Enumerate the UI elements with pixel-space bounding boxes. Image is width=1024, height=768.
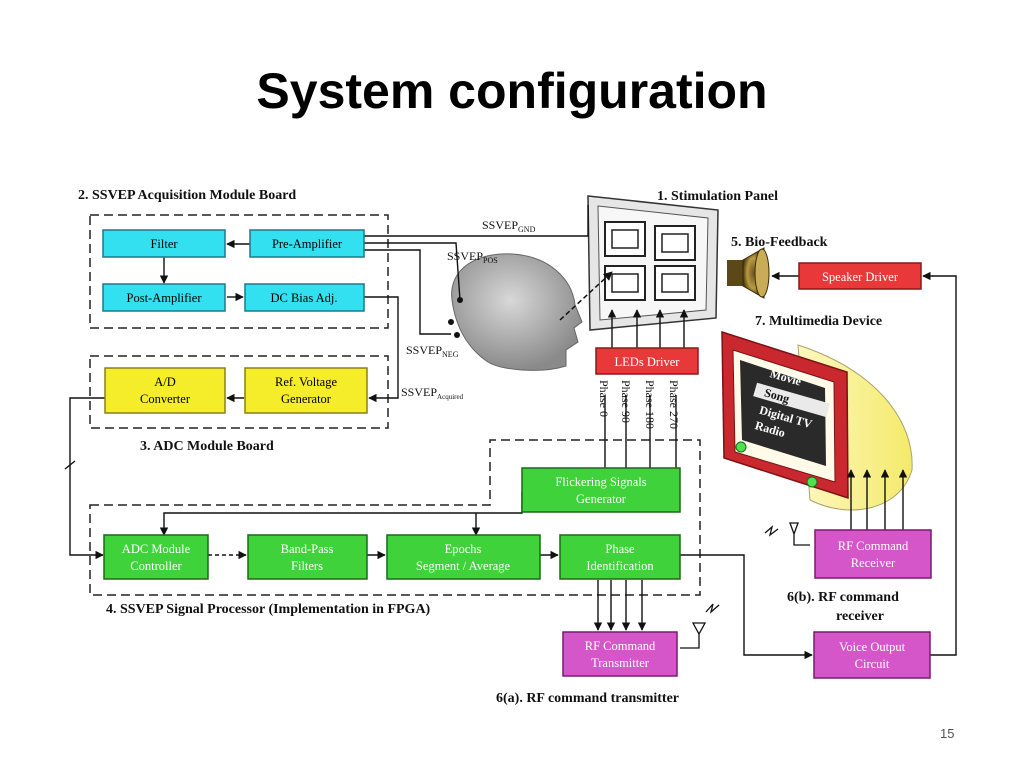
- phase-identification-label: Identification: [586, 559, 654, 573]
- rf-transmitter-block-label: Transmitter: [591, 656, 650, 670]
- rf-receiver-block-label: RF Command: [838, 539, 909, 553]
- ssvep-gnd-label: SSVEPGND: [482, 218, 536, 234]
- pre-amplifier-label: Pre-Amplifier: [272, 237, 343, 251]
- stimulation-panel: [587, 195, 719, 331]
- connections: [64, 205, 957, 660]
- antenna-icon: [680, 603, 720, 649]
- page-number: 15: [940, 726, 955, 741]
- adc-board-label: 3. ADC Module Board: [140, 439, 274, 454]
- voice-output-label: Voice Output: [839, 640, 906, 654]
- adc-controller-label: Controller: [130, 559, 182, 573]
- ad-converter-label: A/D: [154, 375, 176, 389]
- multimedia-label: 7. Multimedia Device: [755, 314, 882, 329]
- flickering-generator-block: Flickering Signals Generator: [521, 467, 681, 513]
- speaker-icon: [727, 247, 770, 299]
- pre-amplifier-block: Pre-Amplifier: [249, 229, 365, 258]
- rf-receiver-block-label: Receiver: [851, 556, 896, 570]
- processor-boundary: [89, 439, 701, 596]
- epochs-block: Epochs Segment / Average: [386, 534, 541, 580]
- ssvep-pos-label: SSVEPPOS: [447, 249, 498, 265]
- phase-270-label: Phase 270: [667, 380, 681, 429]
- bandpass-filters-label: Band-Pass: [281, 542, 334, 556]
- rf-receiver-label-line2: receiver: [836, 609, 884, 624]
- epochs-label: Epochs: [445, 542, 482, 556]
- tv-menu-item: Song: [763, 385, 791, 405]
- tv-icon: Movie Song Digital TV Radio: [721, 330, 913, 511]
- ref-voltage-label: Generator: [281, 392, 332, 406]
- phase-identification-label: Phase: [605, 542, 635, 556]
- ssvep-acquired-label: SSVEPAcquired: [401, 385, 464, 401]
- ref-voltage-block: Ref. Voltage Generator: [244, 367, 368, 414]
- rf-transmitter-block: RF Command Transmitter: [562, 631, 678, 677]
- phase-90-label: Phase 90: [619, 380, 633, 423]
- ssvep-neg-label: SSVEPNEG: [406, 343, 459, 359]
- dc-bias-label: DC Bias Adj.: [270, 291, 337, 305]
- speaker-driver-block: Speaker Driver: [798, 262, 922, 290]
- phase-0-label: Phase 0: [597, 380, 611, 417]
- speaker-driver-label: Speaker Driver: [822, 270, 899, 284]
- voice-output-label: Circuit: [855, 657, 890, 671]
- processor-label: 4. SSVEP Signal Processor (Implementatio…: [106, 602, 431, 617]
- voice-output-block: Voice Output Circuit: [813, 631, 931, 679]
- flickering-generator-label: Flickering Signals: [555, 475, 646, 489]
- phase-identification-block: Phase Identification: [559, 534, 681, 580]
- phase-180-label: Phase 180: [643, 380, 657, 429]
- antenna-icon: [764, 522, 810, 546]
- ad-converter-label: Converter: [140, 392, 191, 406]
- rf-receiver-label-line1: 6(b). RF command: [787, 590, 899, 605]
- acquisition-board-label: 2. SSVEP Acquisition Module Board: [78, 188, 296, 203]
- leds-driver-block: LEDs Driver: [595, 347, 699, 375]
- rf-transmitter-block-label: RF Command: [585, 639, 656, 653]
- slide-title: System configuration: [256, 63, 768, 119]
- stimulation-panel-label: 1. Stimulation Panel: [657, 189, 778, 204]
- gaze-line: [559, 271, 613, 321]
- rf-receiver-block: RF Command Receiver: [814, 529, 932, 579]
- rf-transmitter-label: 6(a). RF command transmitter: [496, 691, 679, 706]
- acquisition-board-boundary: [89, 214, 389, 329]
- ref-voltage-label: Ref. Voltage: [275, 375, 337, 389]
- epochs-label: Segment / Average: [416, 559, 511, 573]
- post-amplifier-label: Post-Amplifier: [127, 291, 203, 305]
- flickering-generator-label: Generator: [576, 492, 627, 506]
- adc-board-boundary: [89, 355, 389, 429]
- adc-controller-block: ADC Module Controller: [103, 534, 209, 580]
- leds-driver-label: LEDs Driver: [615, 355, 681, 369]
- bandpass-filters-block: Band-Pass Filters: [247, 534, 368, 580]
- filter-block: Filter: [102, 229, 226, 258]
- adc-controller-label: ADC Module: [122, 542, 191, 556]
- dc-bias-block: DC Bias Adj.: [244, 283, 365, 312]
- biofeedback-label: 5. Bio-Feedback: [731, 235, 828, 250]
- post-amplifier-block: Post-Amplifier: [102, 283, 226, 312]
- filter-label: Filter: [150, 237, 178, 251]
- bandpass-filters-label: Filters: [291, 559, 323, 573]
- head-image: [448, 253, 583, 371]
- ad-converter-block: A/D Converter: [104, 367, 226, 414]
